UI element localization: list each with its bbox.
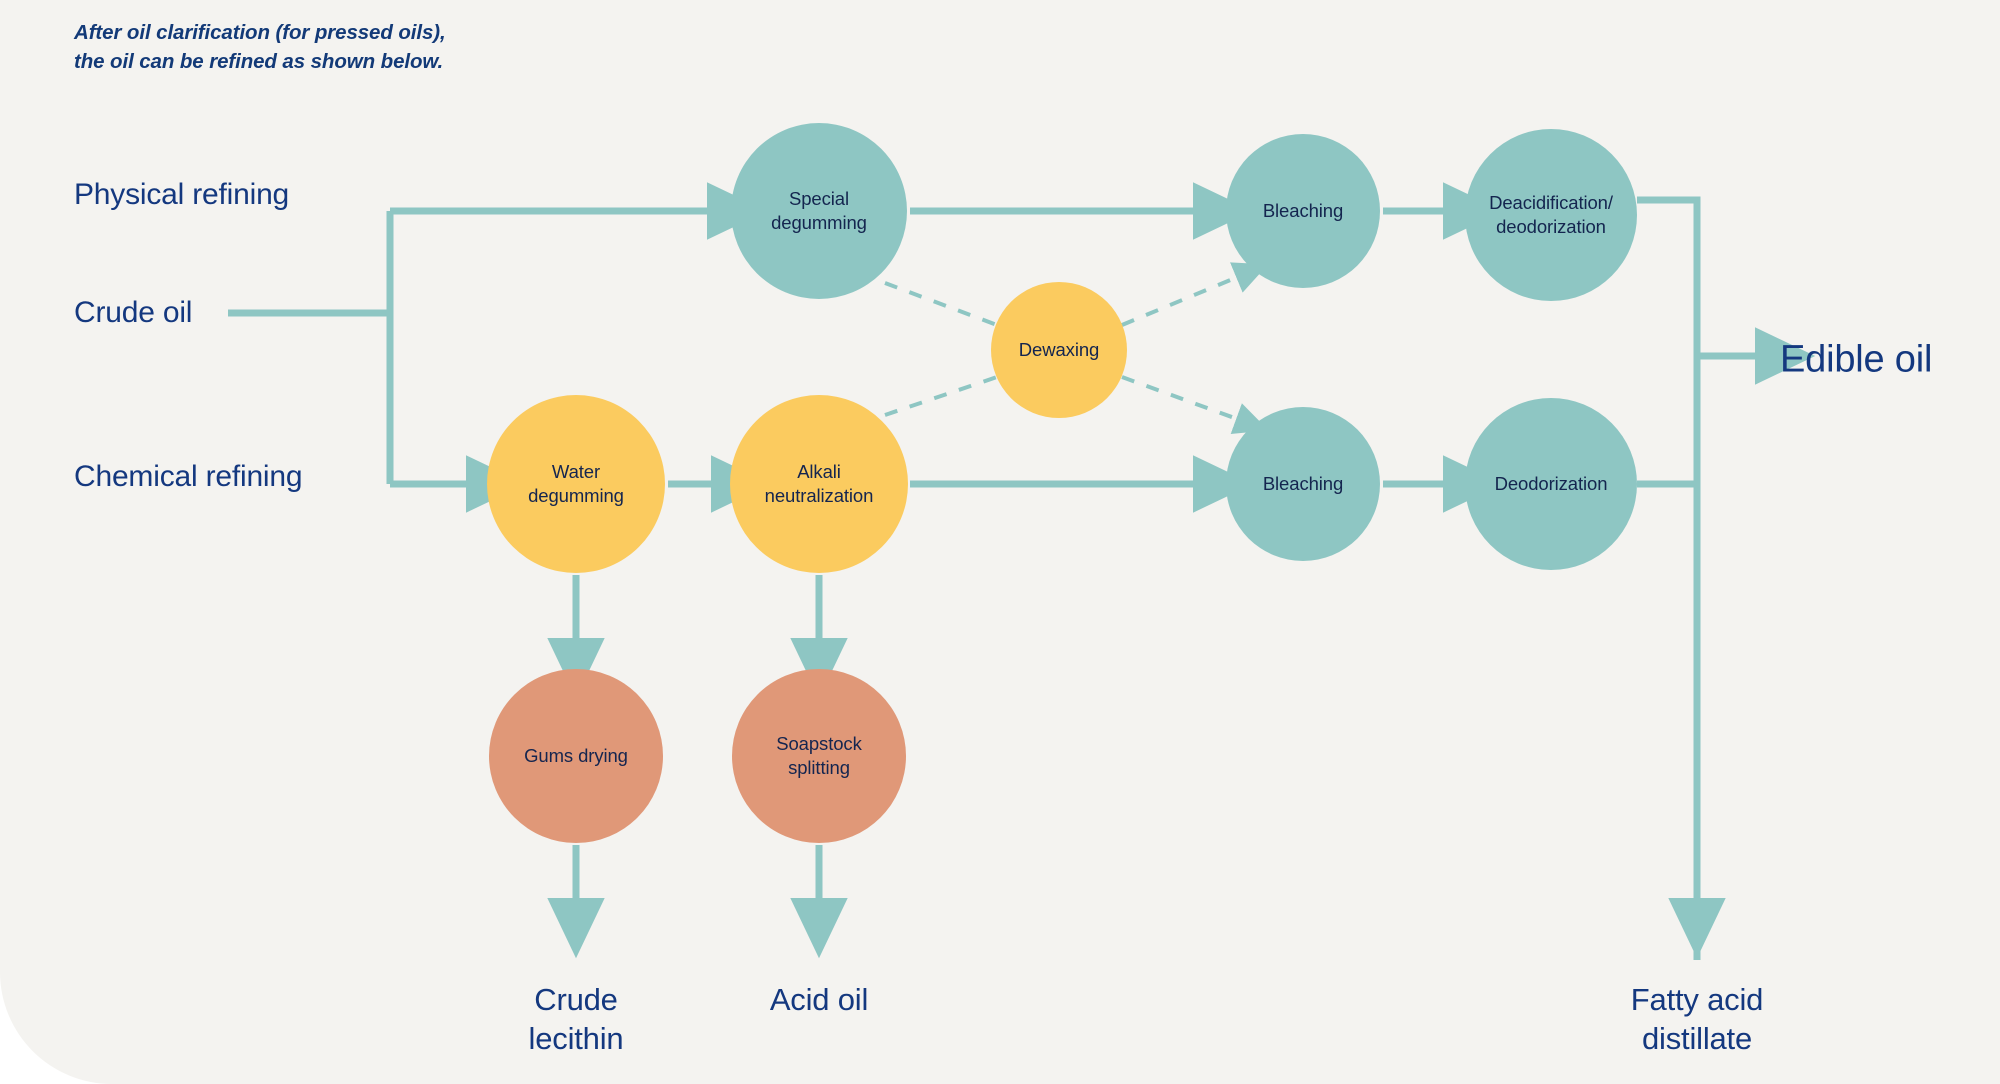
node-label: Bleaching [1262,200,1344,222]
connector-alkali-to-dewaxing [884,375,998,417]
node-label: Bleaching [1262,473,1344,495]
node-label: Dewaxing [1018,339,1100,361]
route-label-physical-refining: Physical refining [74,178,290,211]
node-label: Deodorization [1494,473,1608,495]
node-bleaching-chemical[interactable]: Bleaching [1226,407,1380,561]
output-crude-lecithin: Crude lecithin [416,942,736,1058]
output-label: Acid oil [769,981,869,1017]
connector-dewaxing-to-bleaching-physical [1121,262,1269,327]
output-label: Fatty acid distillate [1630,981,1764,1056]
node-label: Gums drying [524,745,628,767]
output-label: Edible oil [1780,338,1933,380]
route-label-crude-oil: Crude oil [74,296,193,329]
node-label: Water degumming [528,461,624,506]
node-deacidification-deodorization[interactable]: Deacidification/ deodorization [1465,129,1637,301]
node-soapstock-splitting[interactable]: Soapstock splitting [732,669,906,843]
output-edible-oil: Edible oil [1780,289,1932,384]
node-label: Deacidification/ deodorization [1489,192,1613,237]
output-label: Crude lecithin [528,981,624,1056]
node-alkali-neutralization[interactable]: Alkali neutralization [730,395,908,573]
output-fatty-acid-distillate: Fatty acid distillate [1537,942,1857,1058]
connector-deacidification-to-collector [1637,196,1701,960]
node-dewaxing[interactable]: Dewaxing [991,282,1127,418]
node-gums-drying[interactable]: Gums drying [489,669,663,843]
output-acid-oil: Acid oil [659,942,979,1020]
node-bleaching-physical[interactable]: Bleaching [1226,134,1380,288]
node-special-degumming[interactable]: Special degumming [731,123,907,299]
intro-note: After oil clarification (for pressed oil… [74,21,446,74]
node-deodorization[interactable]: Deodorization [1465,398,1637,570]
connector-dewaxing-to-bleaching-chemical [1121,375,1269,435]
node-water-degumming[interactable]: Water degumming [487,395,665,573]
route-label-chemical-refining: Chemical refining [74,460,303,493]
connector-special-degumming-to-dewaxing [884,281,998,327]
node-label: Soapstock splitting [776,733,862,778]
node-label: Alkali neutralization [764,461,874,506]
node-label: Special degumming [771,188,867,233]
